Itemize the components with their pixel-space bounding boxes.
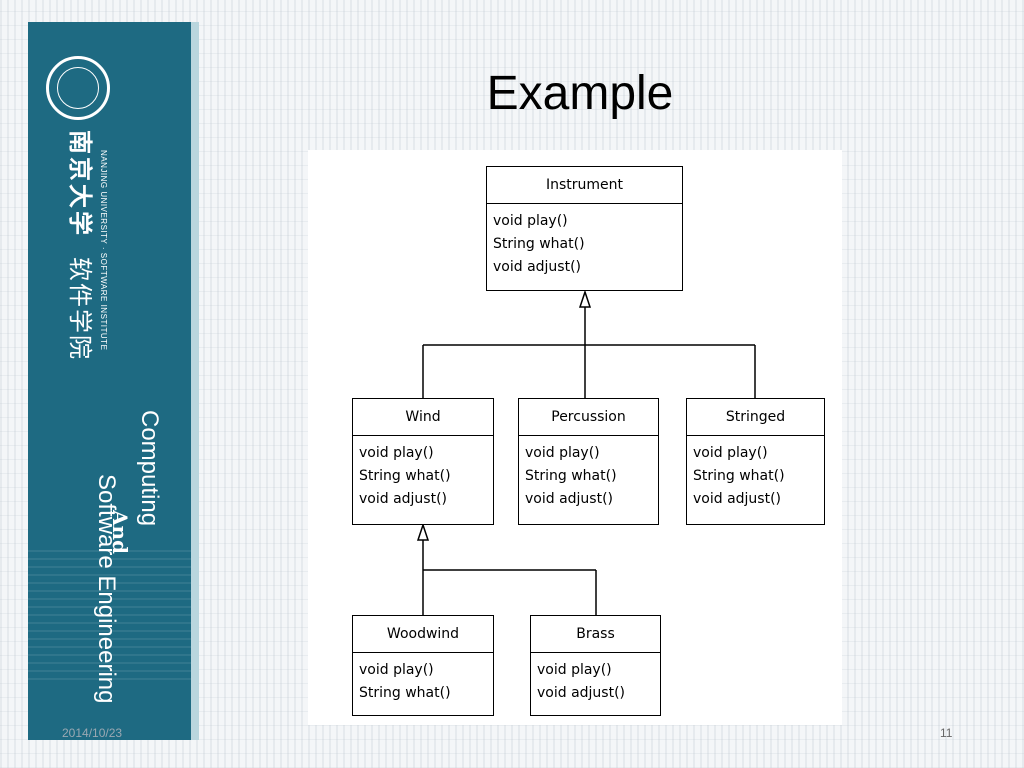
- method: void play(): [493, 213, 568, 229]
- class-name: Brass: [531, 616, 660, 653]
- method: void play(): [359, 445, 434, 461]
- method: String what(): [359, 468, 451, 484]
- university-seal-icon: [46, 56, 110, 120]
- method-list: void play() String what() void adjust(): [687, 436, 824, 511]
- inheritance-arrow-icon: [578, 289, 592, 308]
- class-name: Stringed: [687, 399, 824, 436]
- method-list: void play() void adjust(): [531, 653, 660, 705]
- class-brass: Brass void play() void adjust(): [530, 615, 661, 716]
- method-list: void play() String what() void adjust(): [487, 204, 682, 279]
- sidebar-banner: 南京大学 NANJING UNIVERSITY · SOFTWARE INSTI…: [28, 22, 191, 740]
- inheritance-arrow-icon: [416, 522, 430, 541]
- method: void play(): [525, 445, 600, 461]
- method: void adjust(): [693, 491, 782, 507]
- page-number: 11: [940, 726, 953, 740]
- class-name: Wind: [353, 399, 493, 436]
- method: String what(): [359, 685, 451, 701]
- class-name: Woodwind: [353, 616, 493, 653]
- method: void play(): [537, 662, 612, 678]
- class-woodwind: Woodwind void play() String what(): [352, 615, 494, 716]
- class-name: Instrument: [487, 167, 682, 204]
- method: String what(): [493, 236, 585, 252]
- method: String what(): [525, 468, 617, 484]
- method-list: void play() String what() void adjust(): [353, 436, 493, 511]
- method: String what(): [693, 468, 785, 484]
- method: void play(): [359, 662, 434, 678]
- class-wind: Wind void play() String what() void adju…: [352, 398, 494, 525]
- slide-title: Example: [486, 67, 674, 120]
- method-list: void play() String what() void adjust(): [519, 436, 658, 511]
- sidebar-stripes: [28, 550, 191, 680]
- class-instrument: Instrument void play() String what() voi…: [486, 166, 683, 291]
- slide-date: 2014/10/23: [62, 726, 123, 740]
- method: void adjust(): [537, 685, 626, 701]
- class-stringed: Stringed void play() String what() void …: [686, 398, 825, 525]
- class-name: Percussion: [519, 399, 658, 436]
- method: void adjust(): [493, 259, 582, 275]
- method-list: void play() String what(): [353, 653, 493, 705]
- method: void play(): [693, 445, 768, 461]
- class-percussion: Percussion void play() String what() voi…: [518, 398, 659, 525]
- method: void adjust(): [525, 491, 614, 507]
- method: void adjust(): [359, 491, 448, 507]
